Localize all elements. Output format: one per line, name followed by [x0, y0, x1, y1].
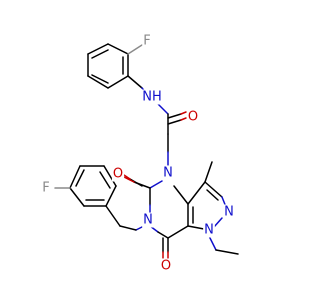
- bond: [157, 231, 169, 239]
- bond: [127, 75, 143, 89]
- bond: [206, 189, 219, 201]
- atom-label-backing: [141, 89, 163, 105]
- molecule-diagram: F NH O F O N N N N O: [41, 33, 239, 274]
- bond: [127, 44, 143, 55]
- atom-label-backing: [203, 222, 215, 238]
- bond: [123, 176, 135, 183]
- atom-label-backing: [223, 204, 235, 220]
- bond: [157, 103, 169, 115]
- bond: [103, 165, 117, 187]
- atom-label-backing: [142, 33, 152, 49]
- bond: [75, 169, 85, 187]
- atom-label-backing: [186, 109, 200, 125]
- pyrazole-ring: [187, 161, 227, 230]
- bond: [123, 174, 131, 180]
- acetamide-linker: [141, 87, 187, 166]
- atom-label-backing: [41, 180, 51, 196]
- bond: [129, 178, 143, 187]
- bond: [87, 75, 109, 89]
- atom-label-backing: [142, 212, 154, 228]
- atom-labels: F NH O F O N N N N O: [41, 33, 235, 274]
- bond: [107, 43, 129, 55]
- bond: [107, 75, 129, 89]
- bond: [213, 217, 223, 228]
- bond: [105, 185, 117, 207]
- atom-label-fluorine-top: F: [143, 34, 150, 49]
- fluorobenzyl-group: [54, 165, 145, 231]
- molecule-structure: F NH O F O N N N N O: [41, 33, 239, 274]
- bond: [91, 49, 109, 59]
- atom-label-pyrazole-nitrogen-1: N: [204, 223, 214, 238]
- atom-label-nitrogen-6: N: [143, 213, 153, 228]
- bond: [173, 185, 189, 205]
- atom-label-pyrazole-nitrogen-2: N: [224, 205, 234, 220]
- bond: [167, 113, 182, 119]
- bond: [187, 181, 206, 205]
- bond: [167, 225, 189, 239]
- bond: [99, 171, 111, 189]
- atom-label-backing: [162, 165, 174, 181]
- atom-label-oxygen-lower: O: [161, 259, 171, 274]
- bond: [180, 117, 187, 121]
- atom-label-amide-oxygen: O: [188, 110, 198, 125]
- bond: [215, 249, 239, 255]
- bond: [149, 180, 163, 189]
- bond: [167, 119, 182, 125]
- atom-label-amide-nh: NH: [142, 90, 162, 105]
- bond: [69, 165, 81, 189]
- bond: [91, 74, 109, 84]
- atom-label-fluorine-left: F: [42, 181, 49, 196]
- bond: [204, 181, 223, 198]
- bond: [105, 205, 121, 227]
- atom-label-backing: [111, 166, 125, 182]
- fluorophenyl-top-ring: [87, 43, 143, 89]
- atom-label-nitrogen-4: N: [163, 166, 173, 181]
- bond: [204, 161, 213, 183]
- pyrimidinedione-ring: [123, 174, 194, 259]
- bond: [119, 225, 137, 231]
- bond: [87, 43, 109, 55]
- atom-label-backing: [159, 258, 173, 274]
- bond: [69, 187, 85, 207]
- atom-label-oxygen-upper: O: [113, 167, 123, 182]
- bond: [187, 225, 205, 230]
- bond: [180, 111, 187, 115]
